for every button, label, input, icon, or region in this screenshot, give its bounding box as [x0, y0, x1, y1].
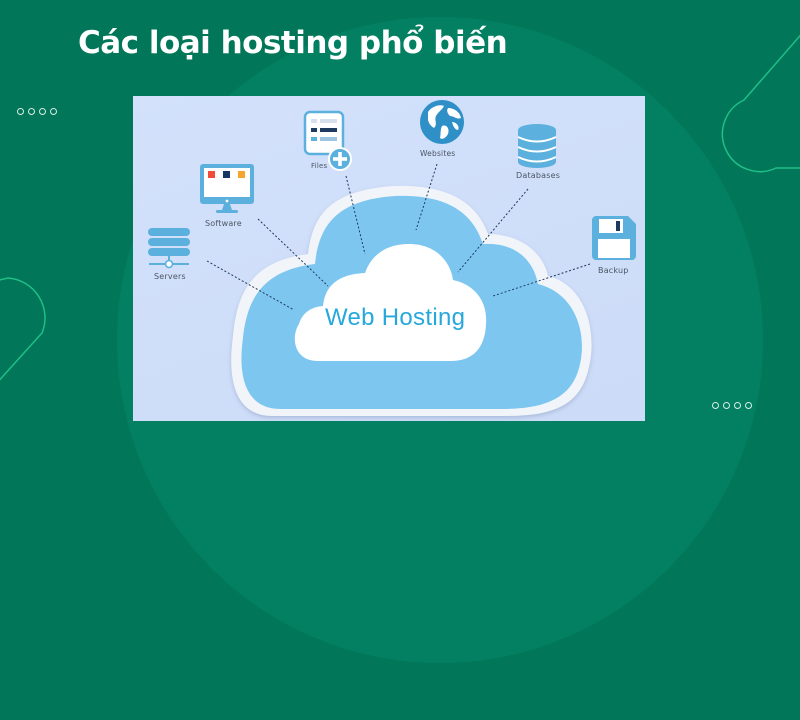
database-icon: [517, 124, 557, 168]
dot: [39, 108, 46, 115]
decorative-dots-top-left: [17, 108, 57, 115]
dot: [712, 402, 719, 409]
center-label-web-hosting: Web Hosting: [325, 304, 466, 331]
inner-cloud: [294, 244, 487, 361]
node-label-backup: Backup: [598, 266, 629, 275]
diagram-graphics: [148, 100, 636, 416]
dot: [723, 402, 730, 409]
server-stack-icon: [148, 228, 190, 269]
node-label-servers: Servers: [154, 272, 186, 281]
connector-lines: [206, 163, 591, 311]
node-label-files: Files: [311, 162, 328, 170]
dot: [734, 402, 741, 409]
dot: [28, 108, 35, 115]
decorative-pill-outline-right: [0, 34, 800, 381]
dot: [17, 108, 24, 115]
decorative-dots-bottom-right: [712, 402, 752, 409]
node-label-databases: Databases: [516, 171, 561, 180]
file-add-icon: [303, 110, 352, 171]
web-hosting-diagram: Servers Software Files Websites Database…: [133, 96, 645, 421]
dot: [50, 108, 57, 115]
floppy-disk-icon: [592, 216, 636, 260]
globe-icon: [420, 100, 464, 144]
monitor-icon: [200, 164, 254, 213]
node-label-websites: Websites: [420, 149, 456, 158]
slide-title: Các loại hosting phổ biến: [78, 25, 508, 61]
dot: [745, 402, 752, 409]
node-label-software: Software: [205, 219, 242, 228]
